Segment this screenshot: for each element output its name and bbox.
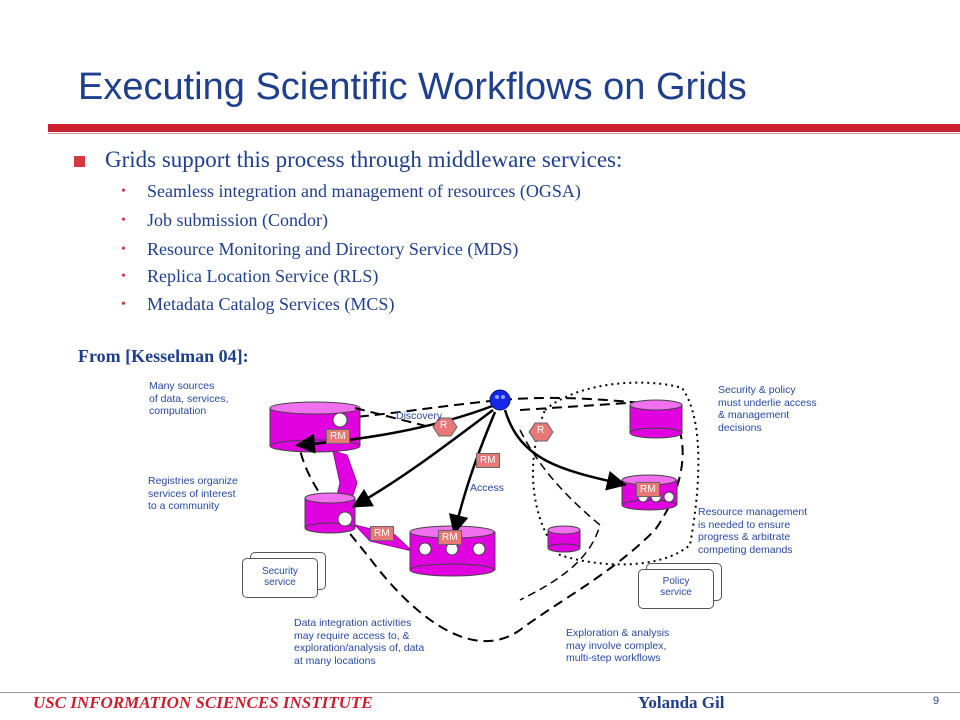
user-icon (489, 389, 511, 411)
access-arrow (351, 409, 494, 508)
security-boundary (532, 381, 700, 566)
note-resource-management: Resource management is needed to ensure … (698, 506, 808, 556)
access-label: Access (470, 482, 504, 494)
note-security-policy: Security & policy must underlie access &… (718, 384, 817, 434)
sub-bullet: • Seamless integration and management of … (121, 181, 581, 202)
slide-title: Executing Scientific Workflows on Grids (78, 66, 747, 108)
access-arrow (295, 403, 496, 454)
sub-bullet: • Job submission (Condor) (121, 210, 328, 231)
access-arrow (448, 411, 497, 535)
note-registries: Registries organize services of interest… (148, 475, 238, 513)
security-service-box: Security service (242, 558, 318, 598)
footer-author: Yolanda Gil (638, 693, 725, 712)
workflow-path (519, 429, 601, 601)
sub-bullet-text: Metadata Catalog Services (MCS) (147, 294, 395, 314)
resource-cylinder (621, 474, 678, 511)
rm-tag: RM (326, 429, 350, 444)
sub-bullet: • Metadata Catalog Services (MCS) (121, 294, 394, 315)
rm-tag: RM (370, 526, 394, 541)
page-number: 9 (933, 695, 940, 707)
footer-divider (0, 692, 960, 693)
note-data-integration: Data integration activities may require … (294, 617, 425, 667)
sub-bullet-text: Job submission (Condor) (147, 210, 329, 230)
note-exploration: Exploration & analysis may involve compl… (566, 627, 670, 665)
registry-label: R (440, 420, 448, 431)
title-divider (48, 124, 960, 132)
resource-cylinder (304, 492, 356, 534)
sub-bullet-text: Resource Monitoring and Directory Servic… (147, 239, 519, 259)
policy-service-box: Policy service (638, 569, 714, 609)
rm-tag: RM (438, 530, 462, 545)
discovery-line (354, 407, 431, 428)
sub-bullet: • Replica Location Service (RLS) (121, 266, 378, 287)
bullet-dot-icon: • (121, 213, 126, 228)
bullet-dot-icon: • (121, 242, 126, 257)
community-boundary (293, 396, 684, 642)
registry-label: R (537, 425, 545, 436)
main-bullet-text: Grids support this process through middl… (105, 147, 623, 172)
discovery-label: Discovery (396, 410, 443, 422)
citation-label: From [Kesselman 04]: (78, 346, 249, 366)
bullet-dot-icon: • (121, 269, 126, 284)
discovery-line (519, 402, 629, 411)
resource-cylinder (547, 525, 581, 553)
bullet-dot-icon: • (121, 184, 126, 199)
rm-tag: RM (476, 453, 500, 468)
main-bullet-marker (74, 156, 85, 167)
title-divider-thin (48, 133, 960, 134)
resource-cylinder (629, 399, 683, 439)
footer-institute: USC INFORMATION SCIENCES INSTITUTE (33, 693, 373, 712)
access-arrow (503, 409, 627, 491)
sub-bullet-text: Seamless integration and management of r… (147, 181, 581, 201)
registry-hexagon (432, 417, 458, 437)
sub-bullet-text: Replica Location Service (RLS) (147, 266, 379, 286)
rm-tag: RM (636, 482, 660, 497)
registry-hexagon (528, 422, 554, 442)
note-many-sources: Many sources of data, services, computat… (149, 380, 229, 418)
bullet-dot-icon: • (121, 297, 126, 312)
sub-bullet: • Resource Monitoring and Directory Servi… (121, 239, 518, 260)
